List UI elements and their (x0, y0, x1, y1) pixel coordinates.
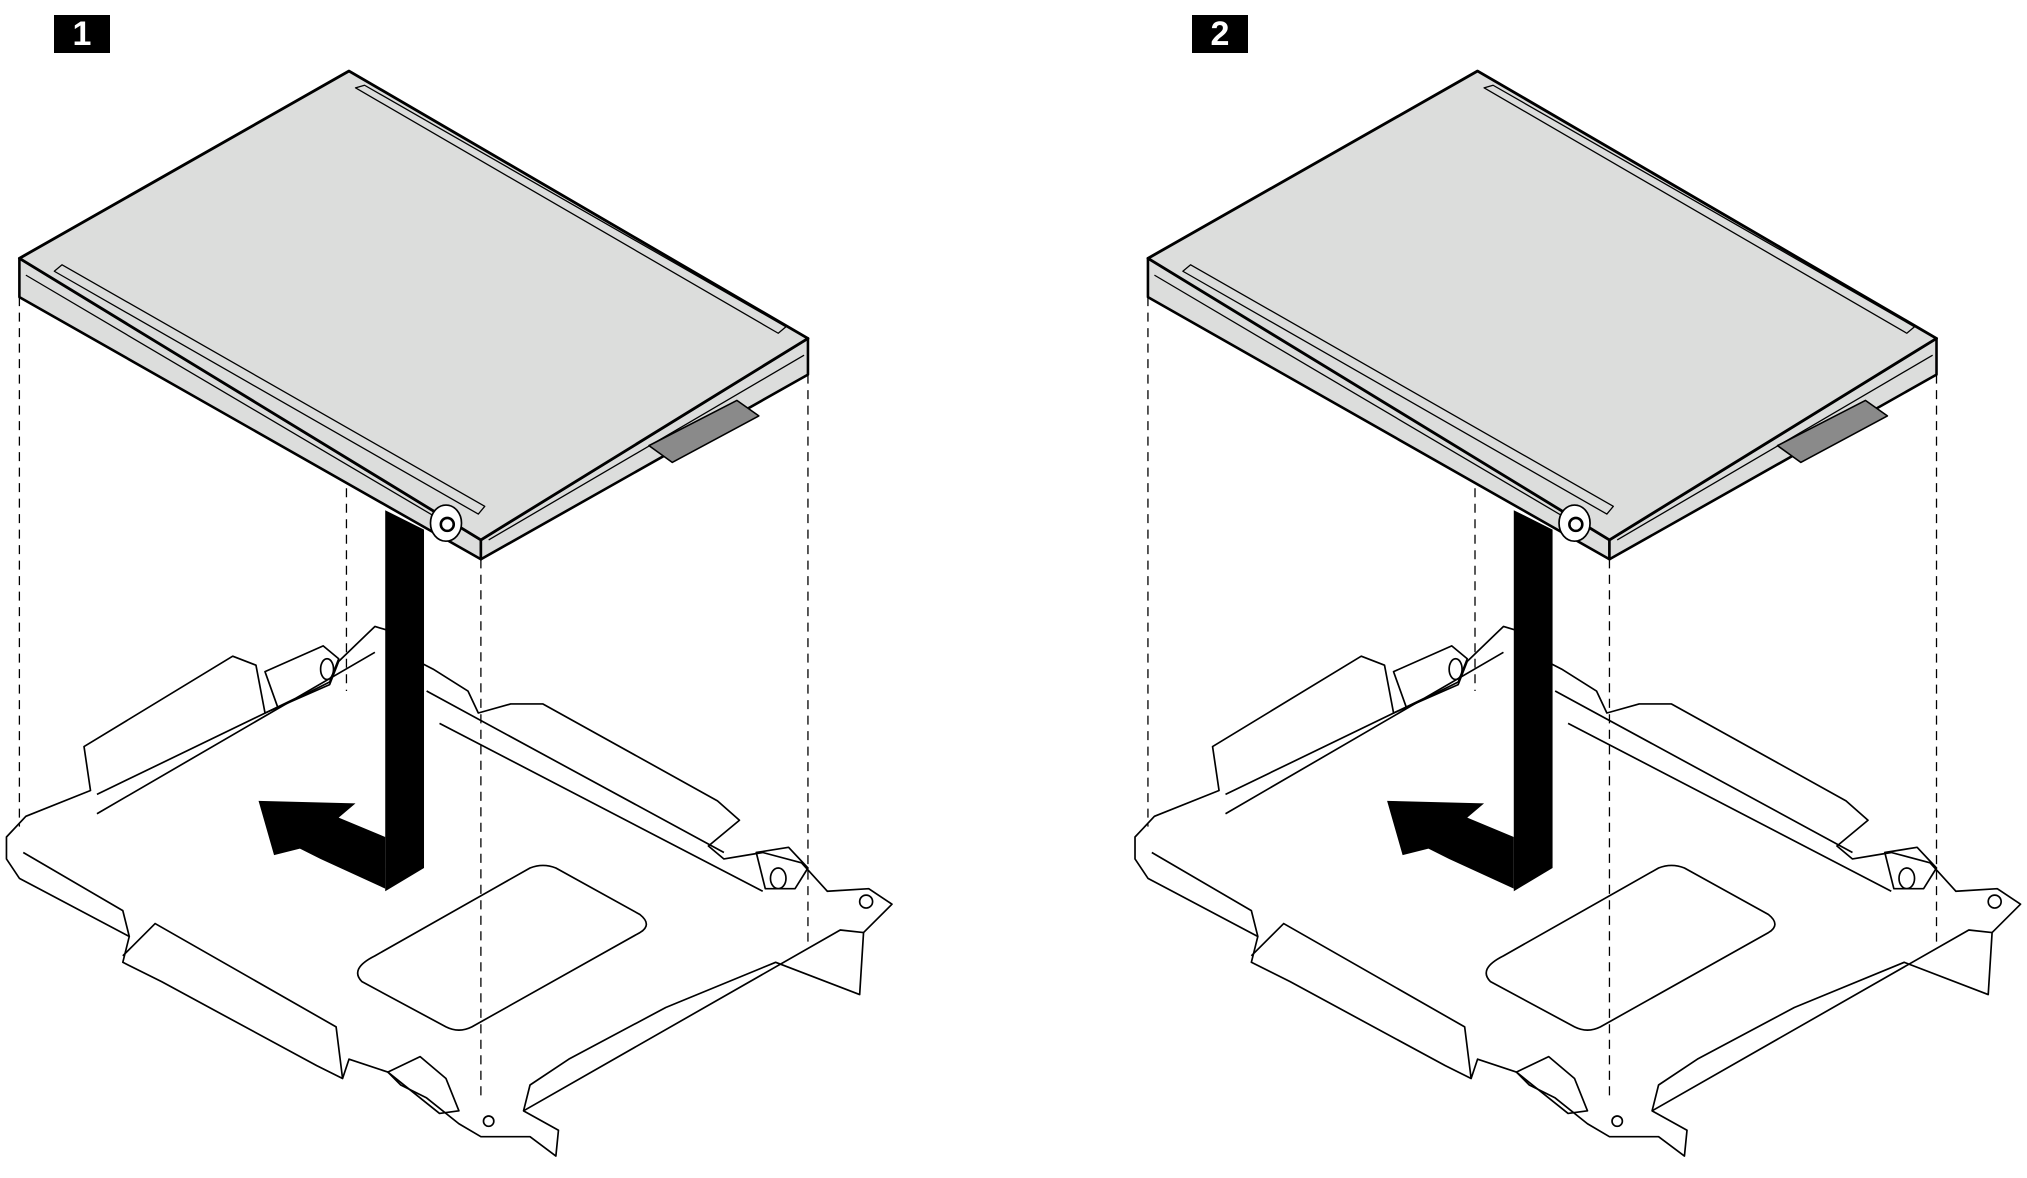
tray-hole (1611, 1115, 1624, 1128)
screw-hole-icon (439, 516, 456, 533)
drive-rail (1483, 84, 1916, 334)
drive-connector (1776, 399, 1889, 464)
tray-front-rail (122, 922, 344, 1079)
drive (1146, 69, 1938, 561)
drive (17, 69, 810, 561)
insertion-path-bar (1513, 510, 1553, 892)
tray-front-lip (1151, 851, 1259, 937)
step-2-panel (1134, 69, 2022, 1157)
drive-top-face (17, 69, 810, 542)
insertion-path-bar (385, 510, 425, 892)
screw-hole-icon (429, 504, 463, 543)
tray-front-rail (1250, 922, 1472, 1079)
tray-back-edge (1225, 651, 1504, 815)
tray-hole (319, 657, 335, 681)
step-1-panel (5, 69, 893, 1157)
tray-hole (1987, 894, 2002, 909)
drive-rail-edge (488, 354, 805, 541)
tray-hole (482, 1115, 495, 1128)
drive-rail (1182, 264, 1614, 515)
alignment-guides (1147, 297, 1938, 1098)
tray-right-edge (1554, 690, 1993, 1112)
drive-rail-edge (1154, 274, 1575, 524)
tray-hole (769, 867, 787, 890)
tray-cutout (1485, 864, 1776, 1031)
tray-outline (1134, 625, 2022, 1157)
tray-hole (858, 894, 874, 909)
tray-latch (386, 1055, 460, 1115)
screw-hole-icon (1558, 504, 1591, 543)
step-2-callout: 2 (1192, 15, 1248, 53)
step-1-callout: 1 (54, 15, 110, 53)
tray-hole (1448, 657, 1463, 681)
tray-back-edge (96, 651, 376, 815)
tray-front-lip (22, 851, 131, 937)
tray-hole (1898, 867, 1916, 890)
tray-latch (1515, 1055, 1589, 1115)
tray-cutout (356, 864, 648, 1031)
slide-direction-arrow-icon (258, 800, 386, 889)
drive-tray (1134, 625, 2022, 1157)
slide-direction-arrow-icon (1387, 800, 1514, 889)
drive-rail (354, 84, 787, 334)
drive-rail-edge (25, 274, 447, 524)
screw-hole-icon (1568, 516, 1584, 533)
drive-connector (648, 399, 760, 464)
drive-top-face (1146, 69, 1938, 542)
drive-rail (53, 264, 486, 515)
drive-rail-edge (1616, 354, 1933, 541)
tray-right-edge (426, 690, 864, 1112)
tray-outline (5, 625, 893, 1157)
drive-tray (5, 625, 893, 1157)
alignment-guides (18, 297, 809, 1098)
